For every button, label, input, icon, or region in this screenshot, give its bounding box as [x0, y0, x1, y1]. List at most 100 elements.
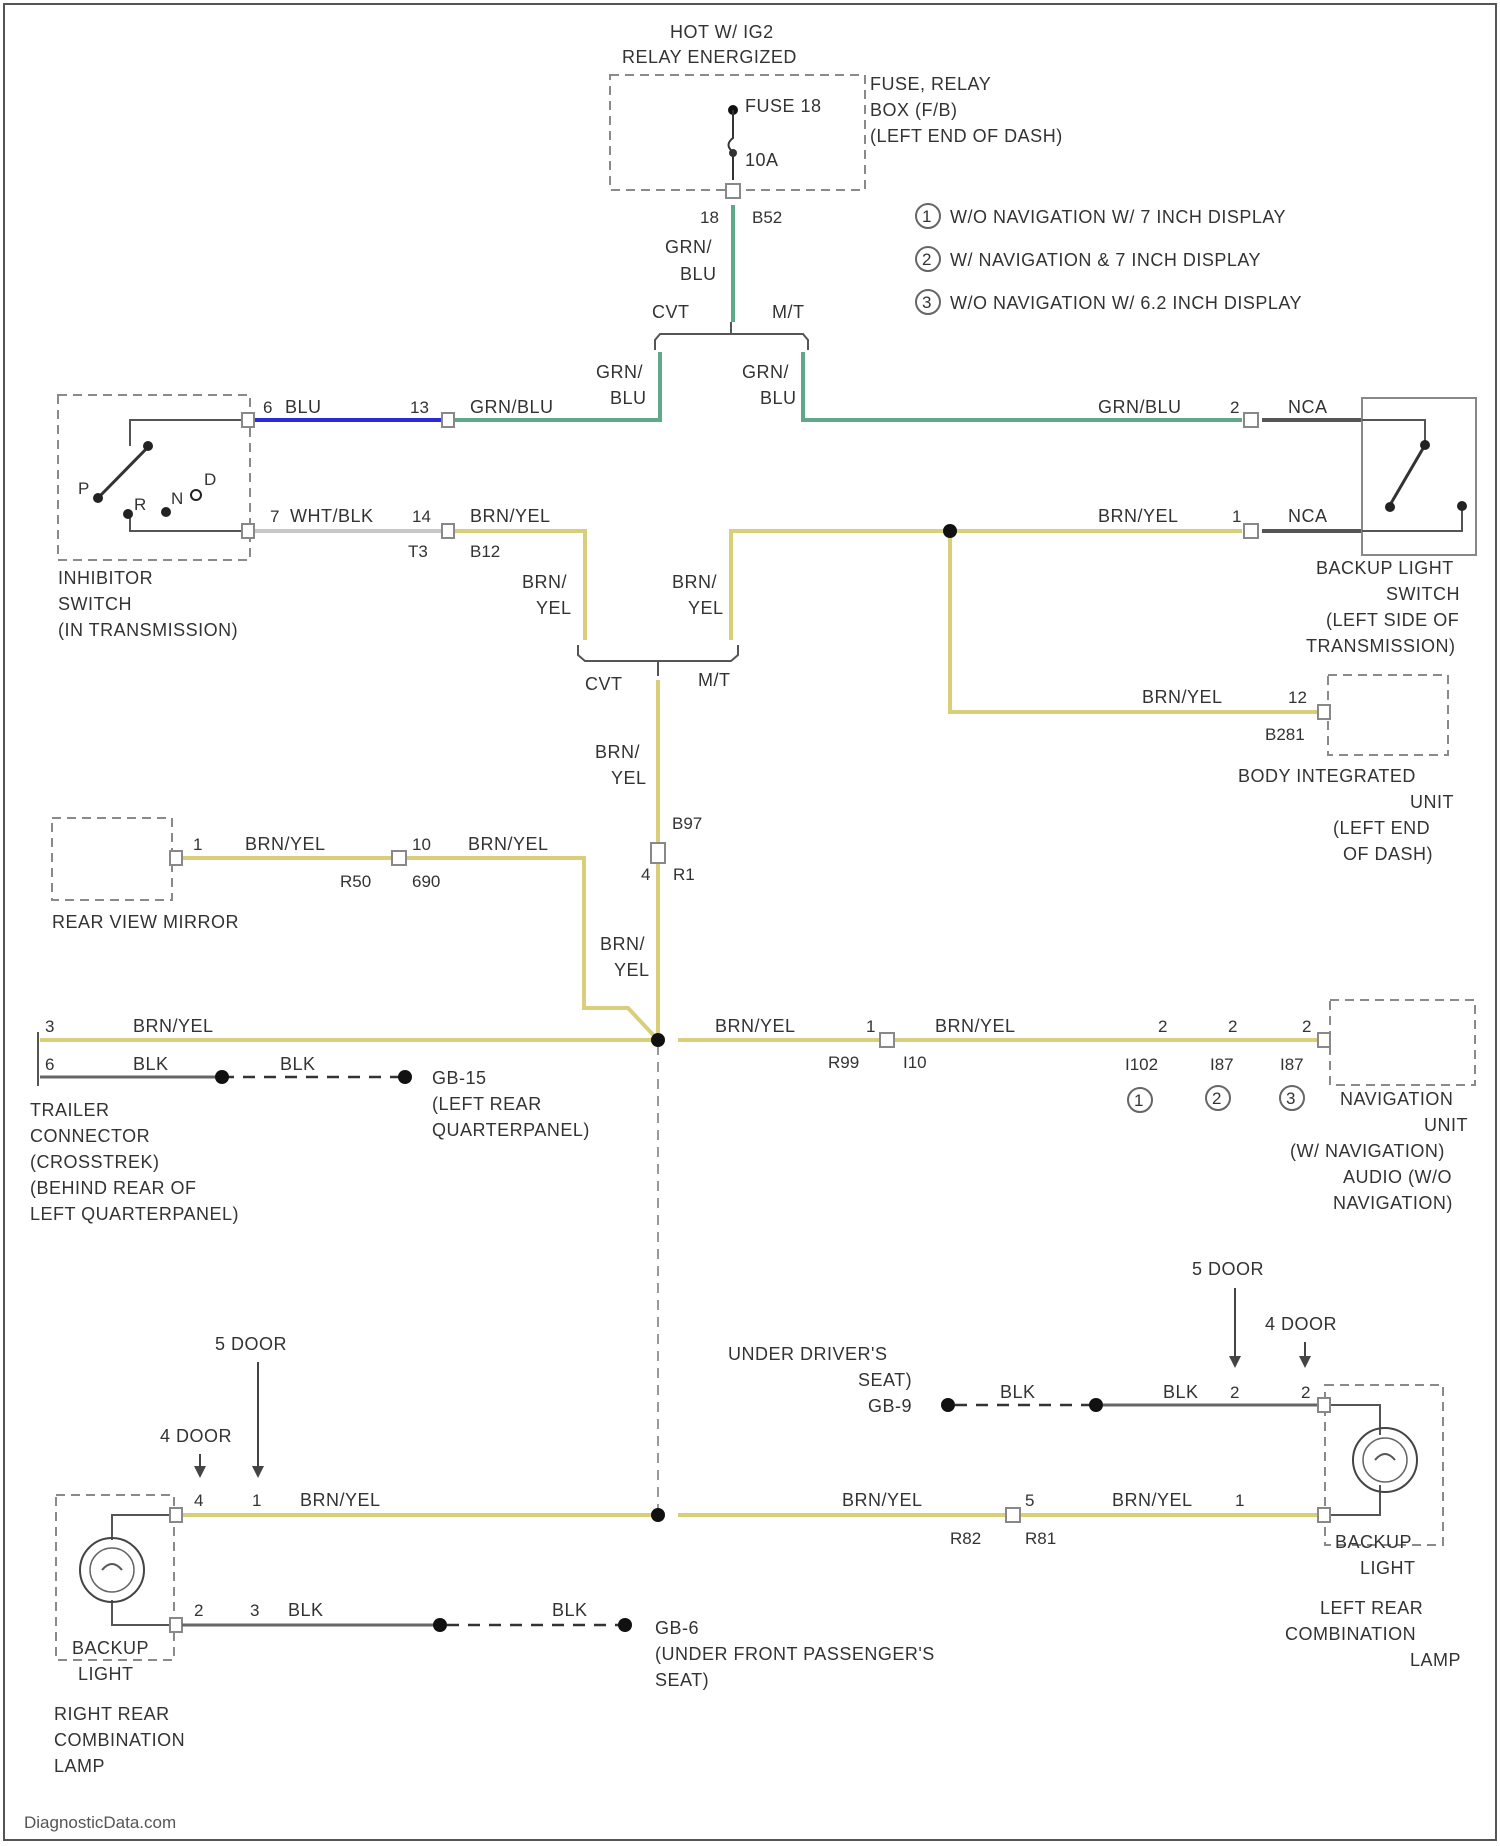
right-lamp-unit-2: COMBINATION [1285, 1624, 1416, 1644]
left-lamp-conn-1 [170, 1508, 182, 1522]
bracket-top [655, 322, 808, 350]
right-lamp-inline-conn [1006, 1508, 1020, 1522]
left-backup-bulb-filament [102, 1564, 122, 1570]
biu-label-4: OF DASH) [1343, 844, 1433, 864]
inhibitor-wire-whtblk: WHT/BLK [290, 506, 374, 526]
biu-label-3: (LEFT END [1333, 818, 1430, 838]
inhibitor-pos-p: P [78, 479, 89, 498]
backup-switch-contact-3 [1457, 501, 1467, 511]
nav-label-1: NAVIGATION [1340, 1089, 1453, 1109]
left-lamp-conn-2 [170, 1618, 182, 1632]
wire-brn-yel-biu [950, 531, 1318, 712]
inhibitor-label-2: SWITCH [58, 594, 132, 614]
nav-wire-2: BRN/YEL [935, 1016, 1016, 1036]
nav-variant-1: 1 [1134, 1091, 1143, 1110]
left-lamp-ground-loc-2: SEAT) [655, 1670, 709, 1690]
inhibitor-pin-blu: 6 [263, 398, 272, 417]
mt-brn-2: BRN/ [672, 572, 717, 592]
inhibitor-switch-blade [98, 445, 150, 498]
mirror-pin-10: 10 [412, 835, 431, 854]
ground-gb15-icon [398, 1070, 412, 1084]
right-lamp-pin-2b: 2 [1301, 1383, 1310, 1402]
right-lamp-ground-loc-1: UNDER DRIVER'S [728, 1344, 887, 1364]
mirror-label: REAR VIEW MIRROR [52, 912, 239, 932]
backup-switch-internal [1362, 420, 1462, 531]
biu-box [1328, 675, 1448, 755]
backup-switch-contact-1 [1420, 440, 1430, 450]
right-lamp-5door-arrowhead [1229, 1356, 1241, 1368]
right-lamp-box [1325, 1385, 1443, 1545]
right-lamp-r81: R81 [1025, 1529, 1056, 1548]
legend-num-1: 1 [922, 207, 931, 226]
legend: 1 W/O NAVIGATION W/ 7 INCH DISPLAY 2 W/ … [916, 204, 1302, 314]
biu-label-2: UNIT [1410, 792, 1454, 812]
left-lamp-pin-4door: 4 [194, 1491, 203, 1510]
right-lamp-ground: GB-9 [868, 1396, 912, 1416]
legend-text-2: W/ NAVIGATION & 7 INCH DISPLAY [950, 250, 1261, 270]
mt-grn-2: GRN/ [742, 362, 789, 382]
nav-box [1330, 1000, 1475, 1085]
right-lamp-internal [1330, 1405, 1380, 1515]
cvt-grn-1: GRN/ [596, 362, 643, 382]
cvt-brn-1: BRN/ [522, 572, 567, 592]
right-lamp-pin-5: 5 [1025, 1491, 1034, 1510]
inhibitor-pos-n: N [171, 489, 183, 508]
t3-conn-1 [442, 413, 454, 427]
splice-main [651, 1033, 665, 1047]
left-lamp-lamp-1: BACKUP [72, 1638, 149, 1658]
nav-inline-conn [880, 1033, 894, 1047]
legend-num-2: 2 [922, 250, 931, 269]
trunk-r1: R1 [673, 865, 695, 884]
left-lamp-unit-3: LAMP [54, 1756, 105, 1776]
ground-gb9-icon [941, 1398, 955, 1412]
biu-pin: 12 [1288, 688, 1307, 707]
nav-r99: R99 [828, 1053, 859, 1072]
splice-mt [943, 524, 957, 538]
power-mt: M/T [772, 302, 805, 322]
left-lamp-5door: 5 DOOR [215, 1334, 287, 1354]
backup-switch-label-2: SWITCH [1386, 584, 1460, 604]
trailer-blk-2: BLK [280, 1054, 316, 1074]
box-label-1: FUSE, RELAY [870, 74, 991, 94]
trunk-pin-4: 4 [641, 865, 650, 884]
nav-label-3: (W/ NAVIGATION) [1290, 1141, 1445, 1161]
biu-wire: BRN/YEL [1142, 687, 1223, 707]
left-lamp-5door-arrowhead [252, 1466, 264, 1478]
power-wire-2: BLU [680, 264, 717, 284]
backup-switch-contact-2 [1385, 502, 1395, 512]
left-lamp-box [56, 1495, 174, 1660]
backup-switch-label-4: TRANSMISSION) [1306, 636, 1456, 656]
right-lamp-wire-2: BRN/YEL [1112, 1490, 1193, 1510]
right-lamp-ground-loc-2: SEAT) [858, 1370, 912, 1390]
inhibitor-contact-p [93, 493, 103, 503]
left-lamp-blk-splice [433, 1618, 447, 1632]
nav-conn [1318, 1033, 1330, 1047]
biu-conn [1318, 705, 1330, 719]
legend-num-3: 3 [922, 293, 931, 312]
left-lamp-blk-2: BLK [552, 1600, 588, 1620]
splice-bottom [651, 1508, 665, 1522]
nav-i10: I10 [903, 1053, 927, 1072]
wire-brn-yel-mt [731, 531, 1242, 640]
inhibitor-conn-2 [242, 524, 254, 538]
left-lamp-ground-loc-1: (UNDER FRONT PASSENGER'S [655, 1644, 935, 1664]
trailer-blk-1: BLK [133, 1054, 169, 1074]
right-lamp-blk-2: BLK [1163, 1382, 1199, 1402]
connector-b52 [726, 184, 740, 198]
right-lamp-unit-3: LAMP [1410, 1650, 1461, 1670]
backup-switch-pin-2: 2 [1230, 398, 1239, 417]
nav-wire-1: BRN/YEL [715, 1016, 796, 1036]
nav-label-5: NAVIGATION) [1333, 1193, 1453, 1213]
mt-yel-2: YEL [688, 598, 724, 618]
inhibitor-conn-1 [242, 413, 254, 427]
inhibitor-switch-internal [130, 420, 242, 531]
left-lamp-4door-arrowhead [194, 1466, 206, 1478]
backup-switch-pin-1: 1 [1232, 507, 1241, 526]
left-lamp-wire: BRN/YEL [300, 1490, 381, 1510]
trailer-splice-blk [215, 1070, 229, 1084]
backup-switch-label-1: BACKUP LIGHT [1316, 558, 1454, 578]
branch-mt: M/T [698, 670, 731, 690]
inhibitor-contact-r [123, 509, 133, 519]
hot-line-2: RELAY ENERGIZED [622, 47, 797, 67]
